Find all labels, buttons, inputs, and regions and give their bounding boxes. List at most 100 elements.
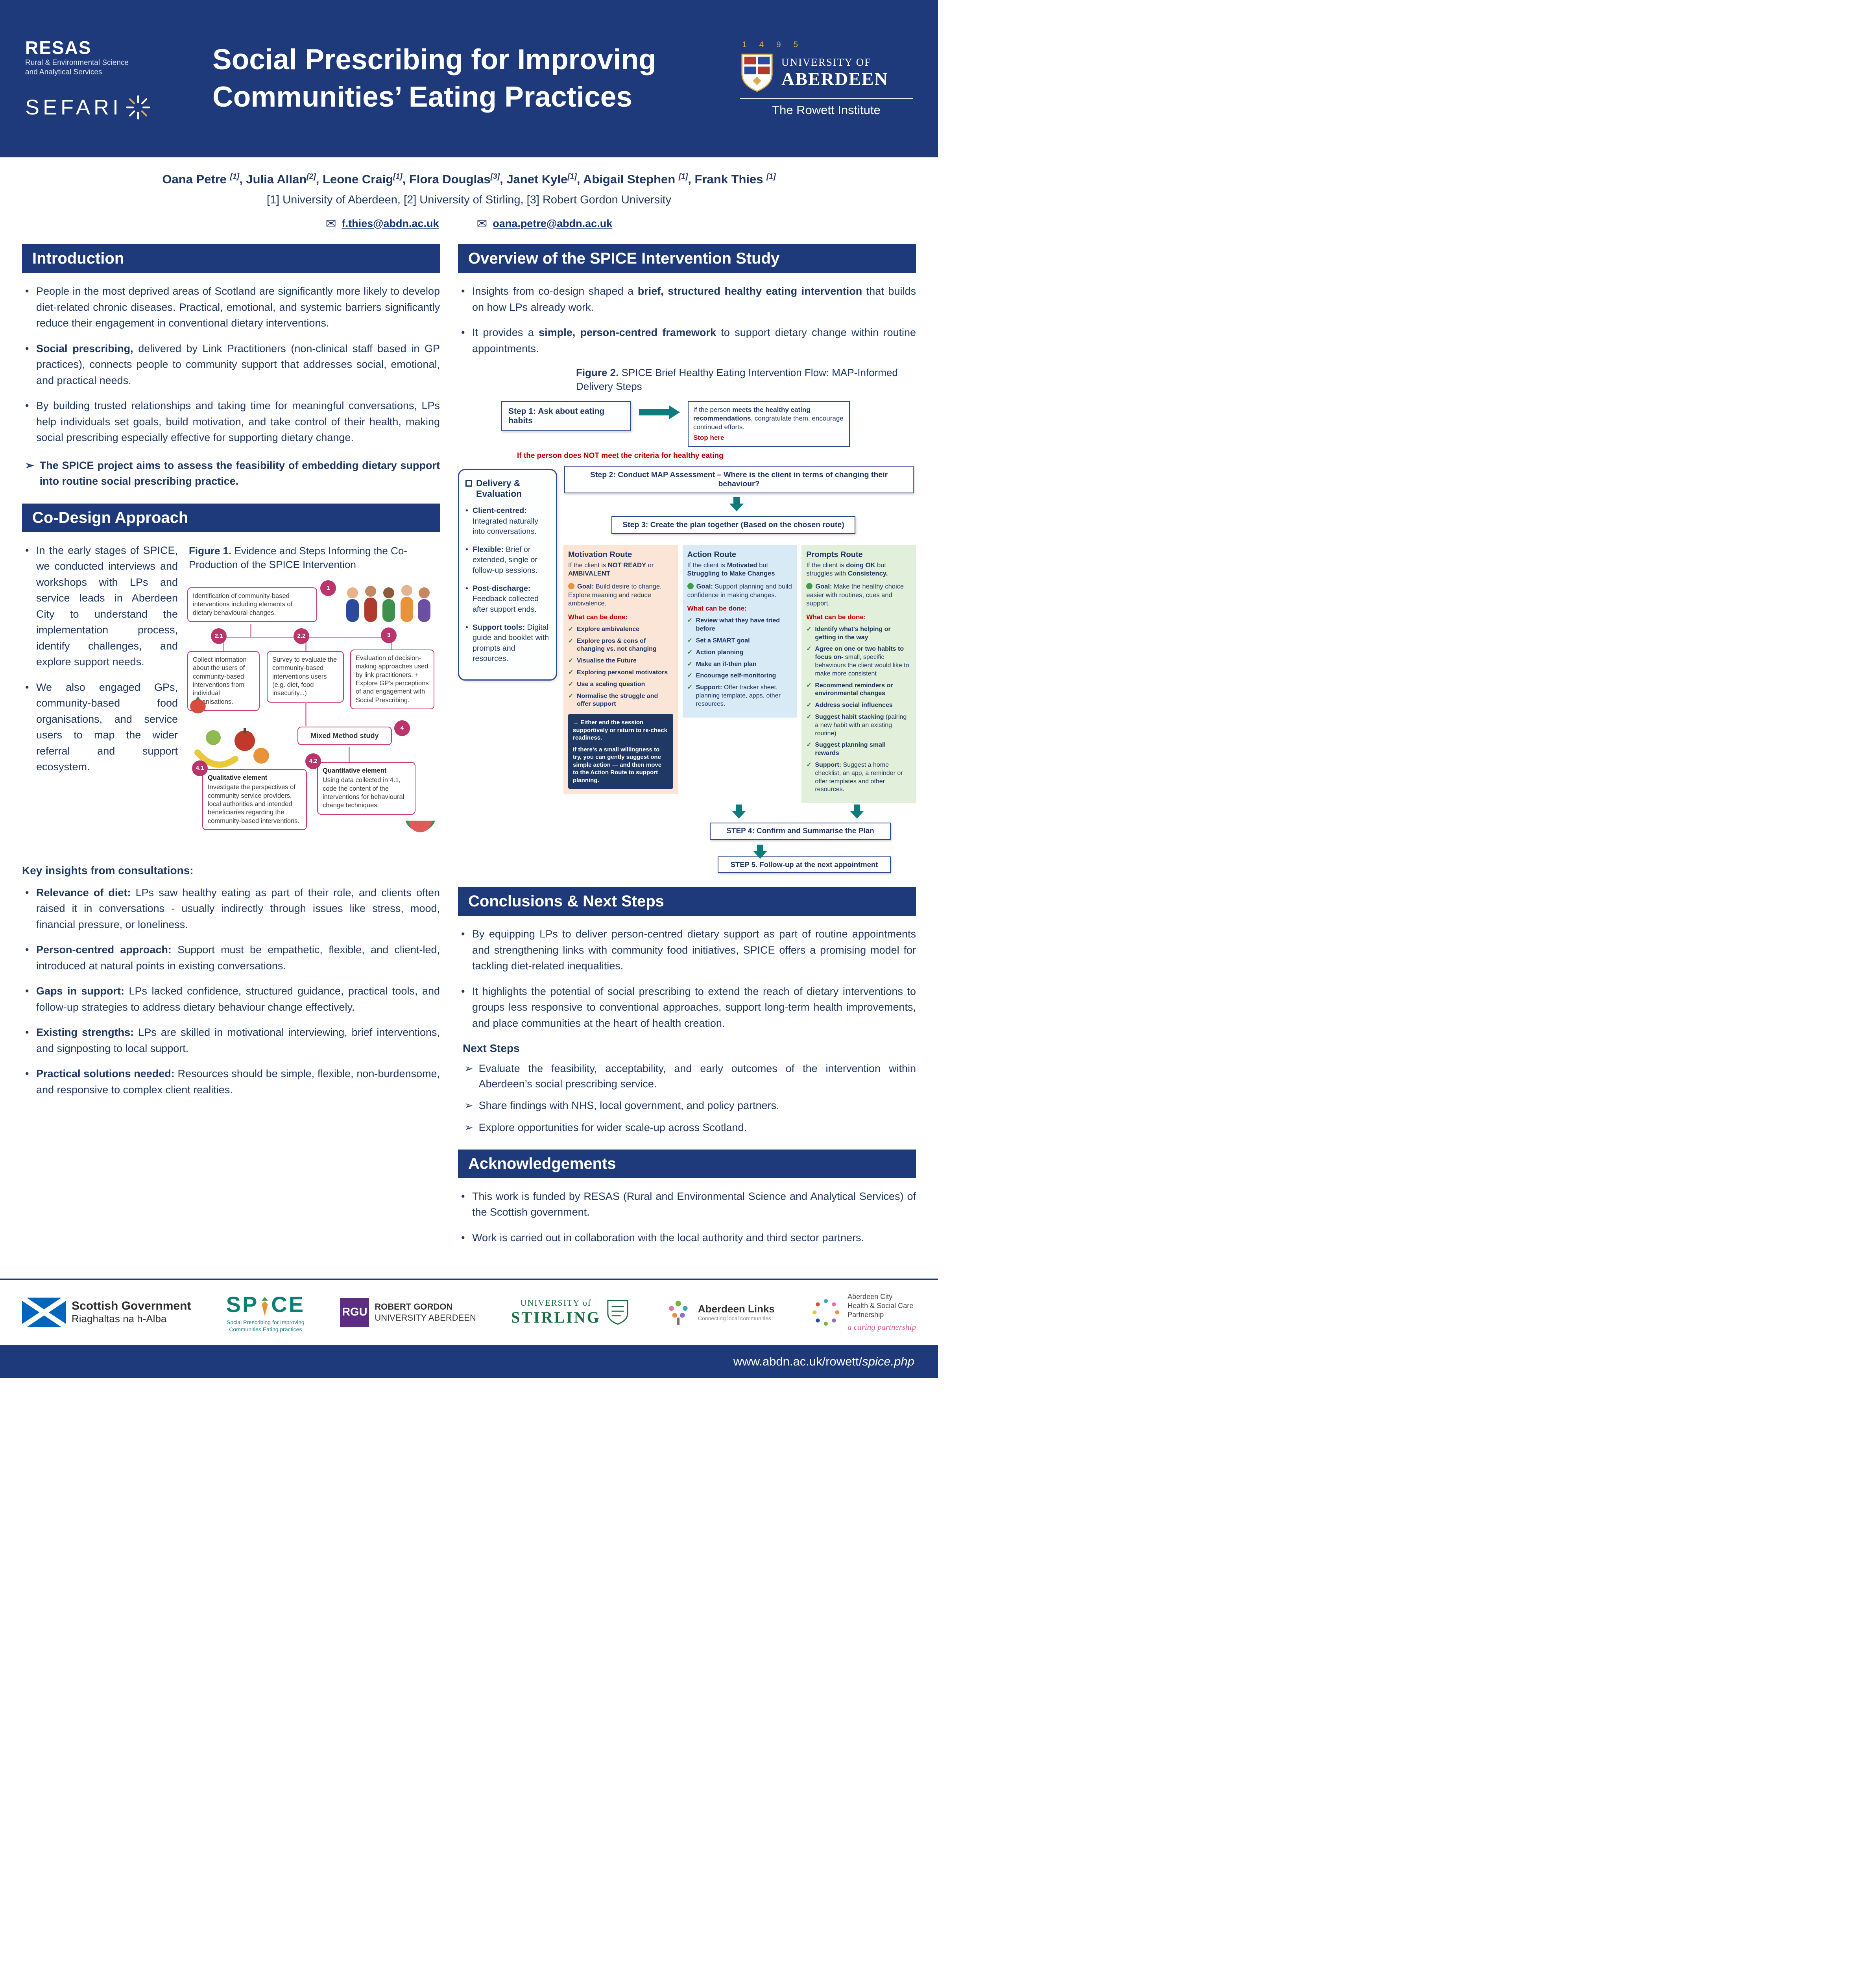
sefari-starburst-icon	[126, 95, 150, 120]
spice-wordmark: SP CE	[226, 1292, 305, 1317]
author: Janet Kyle[1],	[506, 172, 583, 186]
footer-url-bar: www.abdn.ac.uk/rowett/spice.php	[0, 1345, 938, 1378]
route-item: Set a SMART goal	[687, 637, 792, 645]
email-item: ✉ oana.petre@abdn.ac.uk	[476, 216, 612, 231]
route-items: Identify what's helping or getting in th…	[806, 626, 911, 794]
figure1-node-4: Mixed Method study	[297, 726, 392, 745]
acknowledgements-bullets: This work is funded by RESAS (Rural and …	[458, 1188, 916, 1246]
author: Oana Petre [1],	[162, 172, 246, 186]
figure1-node-2-2: Survey to evaluate the community-based i…	[267, 651, 344, 703]
step-5-box: STEP 5. Follow-up at the next appointmen…	[718, 856, 891, 873]
stirling-text: UNIVERSITY of STIRLING	[511, 1298, 601, 1327]
poster-title-line2: Communities’ Eating Practices	[212, 81, 632, 113]
figure1-badge-3: 3	[381, 627, 397, 643]
figure1-node-1: Identification of community-based interv…	[187, 587, 317, 622]
aberdeen-wordmark: UNIVERSITY OF ABERDEEN	[781, 56, 888, 89]
rgu-mark: RGU	[340, 1297, 369, 1327]
what-can-be-done-label: What can be done:	[806, 613, 866, 621]
route-item: Recommend reminders or environmental cha…	[806, 682, 911, 698]
arrow-bullet-icon: ➢	[464, 1063, 473, 1075]
route-item: Explore pros & cons of changing vs. not …	[568, 637, 673, 654]
figure1-node-3: Evaluation of decision-making approaches…	[350, 649, 434, 710]
route-items: Explore ambivalence Explore pros & cons …	[568, 626, 673, 709]
route-condition: If the client is Motivated but Strugglin…	[687, 561, 775, 577]
route-condition: If the client is NOT READY or AMBIVALENT	[568, 561, 654, 577]
bullet-item: Support tools: Digital guide and booklet…	[465, 622, 550, 664]
achscp-slogan: a caring partnership	[848, 1322, 916, 1332]
figure2-row-1: Step 1: Ask about eating habits If the p…	[501, 401, 916, 447]
key-insights-bullets: Relevance of diet: LPs saw healthy eatin…	[22, 885, 440, 1098]
route-item: Exploring personal motivators	[568, 669, 673, 677]
introduction-header: Introduction	[22, 244, 440, 273]
website-link[interactable]: www.abdn.ac.uk/rowett/spice.php	[733, 1354, 914, 1368]
bullet-item: It provides a simple, person-centred fra…	[458, 325, 916, 356]
saltire-icon	[22, 1297, 66, 1327]
next-steps-list: ➢Evaluate the feasibility, acceptability…	[458, 1061, 916, 1135]
people-illustration	[346, 585, 430, 622]
goal-icon	[806, 583, 813, 590]
resas-wordmark: RESAS	[25, 37, 92, 58]
spice-tagline: Social Prescribing for Improving Communi…	[227, 1319, 305, 1333]
figure1-badge-1: 1	[320, 580, 336, 596]
email-link-opetre[interactable]: oana.petre@abdn.ac.uk	[493, 217, 613, 229]
rowett-institute-label: The Rowett Institute	[772, 103, 881, 117]
route-goal: Goal: Make the healthy choice easier wit…	[806, 583, 904, 607]
bullet-item: By building trusted relationships and ta…	[22, 398, 440, 446]
step-1-box: Step 1: Ask about eating habits	[501, 401, 631, 432]
codesign-content: In the early stages of SPICE, we conduct…	[22, 542, 440, 851]
sefari-logo: SEFARI	[25, 94, 194, 120]
goal-icon	[568, 583, 574, 590]
scottish-government-logo: Scottish Government Riaghaltas na h-Alba	[22, 1297, 191, 1327]
delivery-evaluation-items: Client-centred: Integrated naturally int…	[465, 506, 550, 664]
connector-line	[223, 637, 224, 651]
fruit-illustration	[194, 728, 269, 768]
arrow-bullet-icon: ➢	[25, 459, 34, 471]
connector-line	[305, 637, 307, 651]
bullet-item: In the early stages of SPICE, we conduct…	[22, 542, 178, 670]
route-item: Make an if-then plan	[687, 661, 792, 669]
route-condition: If the client is doing OK but struggles …	[806, 561, 888, 577]
rgu-logo: RGU ROBERT GORDON UNIVERSITY ABERDEEN	[340, 1297, 476, 1327]
route-goal: Goal: Support planning and build confide…	[687, 583, 792, 599]
authors-block: Oana Petre [1], Julia Allan[2], Leone Cr…	[0, 157, 938, 240]
bullet-item: It highlights the potential of social pr…	[458, 984, 916, 1031]
connector-line	[250, 624, 251, 638]
resas-subtitle: Rural & Environmental Science	[25, 59, 129, 67]
bullet-item: People in the most deprived areas of Sco…	[22, 283, 440, 331]
not-meet-label: If the person does NOT meet the criteria…	[517, 451, 724, 460]
carrot-icon	[262, 1297, 268, 1316]
stirling-logo: UNIVERSITY of STIRLING	[511, 1298, 629, 1327]
author-line: Oana Petre [1], Julia Allan[2], Leone Cr…	[16, 172, 922, 186]
overview-header: Overview of the SPICE Intervention Study	[458, 244, 916, 273]
scottish-government-text: Scottish Government Riaghaltas na h-Alba	[72, 1299, 191, 1325]
prompts-route: Prompts Route If the client is doing OK …	[801, 544, 916, 803]
arrow-down-icon	[729, 497, 744, 511]
sefari-wordmark: SEFARI	[25, 95, 122, 119]
author: Abigail Stephen [1],	[583, 172, 695, 186]
figure-2-diagram: Step 1: Ask about eating habits If the p…	[458, 401, 916, 873]
motivation-route: Motivation Route If the client is NOT RE…	[563, 544, 678, 795]
right-column: Overview of the SPICE Intervention Study…	[458, 244, 916, 1255]
stirling-crest-icon	[607, 1300, 628, 1325]
step-3-box: Step 3: Create the plan together (Based …	[611, 516, 855, 534]
resas-logo: RESAS Rural & Environmental Science and …	[25, 37, 194, 77]
route-title: Action Route	[687, 550, 737, 559]
what-can-be-done-label: What can be done:	[687, 605, 747, 613]
watermelon-illustration	[405, 820, 435, 832]
connector-line	[349, 747, 350, 764]
figure-1-caption: Figure 1. Evidence and Steps Informing t…	[189, 544, 407, 570]
dots-tree-icon	[669, 1301, 688, 1325]
route-item: Address social influences	[806, 701, 911, 710]
aberdeen-links-logo: Aberdeen Links Connecting local communit…	[664, 1298, 775, 1327]
next-step-item: ➢Explore opportunities for wider scale-u…	[458, 1120, 916, 1135]
aberdeen-links-text: Aberdeen Links Connecting local communit…	[698, 1303, 775, 1322]
bullet-item: Gaps in support: LPs lacked confidence, …	[22, 983, 440, 1015]
acknowledgements-header: Acknowledgements	[458, 1149, 916, 1178]
envelope-icon: ✉	[325, 216, 336, 231]
aberdeen-crest-icon	[741, 54, 773, 92]
bullet-item: Insights from co-design shaped a brief, …	[458, 283, 916, 315]
delivery-evaluation-title: Delivery &Evaluation	[465, 478, 550, 499]
connector-line	[305, 702, 307, 726]
affiliations: [1] University of Aberdeen, [2] Universi…	[266, 194, 672, 206]
email-link-fthies[interactable]: f.thies@abdn.ac.uk	[342, 217, 439, 229]
